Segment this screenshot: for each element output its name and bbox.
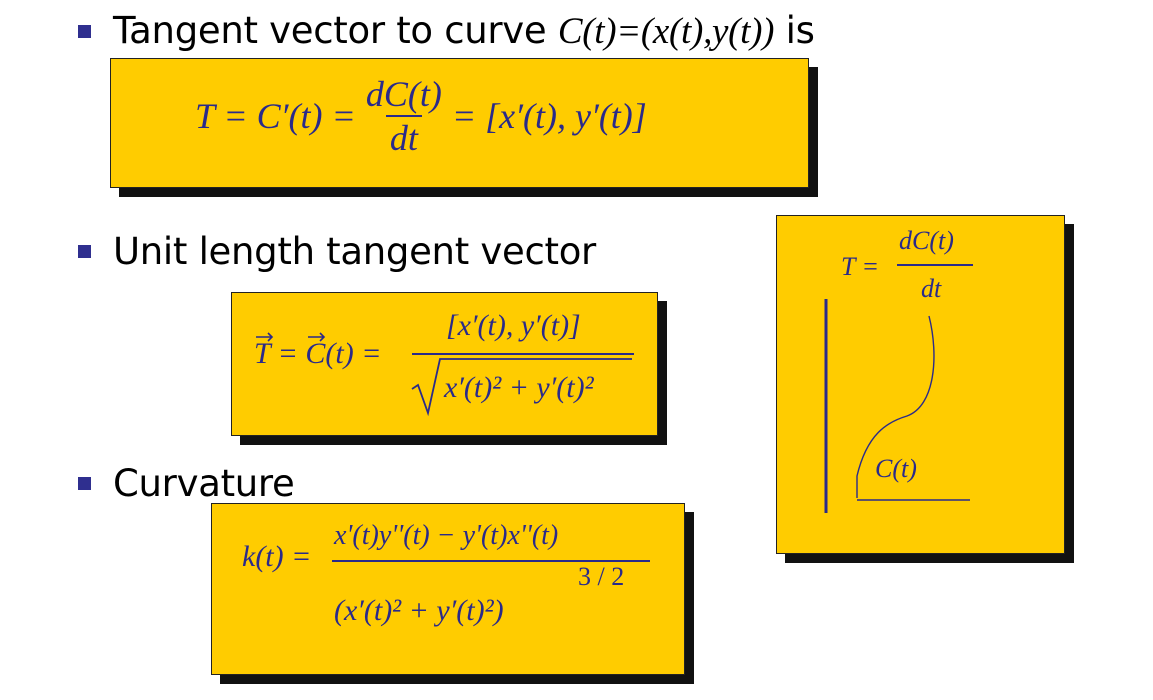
- bullet-square-icon: [78, 24, 91, 38]
- tangent-equation-fraction: dC(t) dt: [362, 73, 446, 159]
- bullet-curvature: Curvature: [78, 458, 295, 508]
- bullet-tangent: Tangent vector to curve C(t)=(x(t),y(t))…: [78, 6, 815, 56]
- bullet-unit-text: Unit length tangent vector: [113, 229, 596, 273]
- diagram-numerator: dC(t): [899, 226, 954, 255]
- bullet-square-icon: [78, 476, 91, 490]
- bullet-tangent-suffix: is: [774, 9, 815, 52]
- tangent-equation: T = C′(t) = dC(t) dt = [x′(t), y′(t)]: [195, 73, 647, 159]
- vector-arrows: [256, 332, 632, 417]
- unit-tangent-box: T = C(t) = [x′(t), y′(t)] x′(t)² + y′(t)…: [231, 292, 658, 436]
- diagram-curve-label: C(t): [875, 454, 917, 483]
- tangent-equation-denominator: dt: [385, 115, 422, 159]
- curvature-box: k(t) = x'(t)y''(t) − y'(t)x''(t) (x′(t)²…: [211, 503, 685, 675]
- diagram-fraction-line: [897, 264, 973, 266]
- unit-tangent-numerator: [x′(t), y′(t)]: [446, 309, 581, 342]
- sqrt-radical-icon: [411, 358, 632, 417]
- diagram-lhs: T =: [841, 252, 880, 281]
- diagram-denominator: dt: [921, 274, 942, 303]
- curvature-fraction-line: [332, 560, 650, 562]
- bullet-square-icon: [78, 244, 91, 258]
- curve-diagram: [824, 299, 970, 513]
- unit-tangent-lhs: T = C(t) =: [254, 337, 382, 370]
- vector-arrow-icon: [256, 332, 274, 342]
- curvature-lhs: k(t) =: [242, 540, 312, 573]
- tangent-equation-rhs: = [x′(t), y′(t)]: [451, 96, 647, 136]
- unit-tangent-denominator: x′(t)² + y′(t)²: [444, 371, 594, 404]
- bullet-tangent-formula: C(t)=(x(t),y(t)): [557, 11, 775, 52]
- curvature-denominator: (x′(t)² + y′(t)²): [334, 594, 504, 627]
- curvature-numerator: x'(t)y''(t) − y'(t)x''(t): [334, 520, 559, 551]
- curve-path: [856, 315, 935, 498]
- bullet-tangent-prefix: Tangent vector to curve: [113, 9, 558, 52]
- curvature-exponent: 3 / 2: [578, 562, 625, 591]
- unit-tangent-fraction-line: [412, 353, 634, 355]
- tangent-diagram-box: T = dC(t) dt C(t): [776, 215, 1065, 554]
- tangent-equation-numerator: dC(t): [365, 74, 442, 114]
- tangent-equation-box: T = C′(t) = dC(t) dt = [x′(t), y′(t)]: [110, 58, 809, 188]
- bullet-tangent-text: Tangent vector to curve C(t)=(x(t),y(t))…: [113, 9, 815, 53]
- bullet-unit-tangent: Unit length tangent vector: [78, 226, 596, 276]
- vector-arrow-icon: [308, 332, 326, 342]
- tangent-equation-lhs: T = C′(t) =: [195, 96, 356, 136]
- bullet-curvature-text: Curvature: [113, 461, 295, 505]
